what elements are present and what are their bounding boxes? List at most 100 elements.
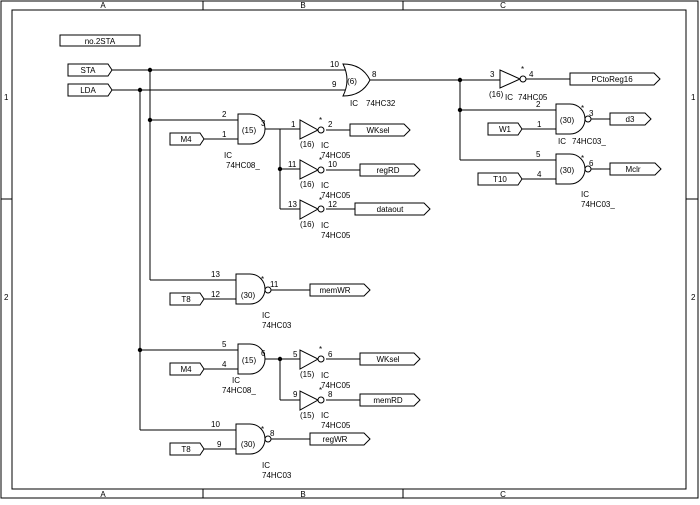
pin-label: IC <box>224 151 232 160</box>
input-port-t8-b: T8 <box>169 442 205 456</box>
input-port-w1: W1 <box>487 122 523 136</box>
and-gate-sta: (15) 2 1 3 IC 74HC08_ <box>222 110 266 170</box>
pin-label: (16) <box>300 180 315 189</box>
zone-labels: A B C A B C 1 1 2 2 <box>4 1 696 499</box>
pin-label: IC <box>321 141 329 150</box>
pin-label: M4 <box>180 135 192 144</box>
pin-label: regRD <box>376 166 399 175</box>
not-gate-regrd: 11 10 * (16) IC 74HC05 <box>288 156 351 200</box>
pin-label: IC <box>558 137 566 146</box>
pin-label: (16) <box>489 90 504 99</box>
pin-label: * <box>319 196 322 205</box>
zone-col-a-top: A <box>100 1 106 10</box>
pin-label: 12 <box>211 290 220 299</box>
pin-label: 5 <box>536 150 541 159</box>
pin-label: 9 <box>332 80 337 89</box>
pin-label: * <box>319 386 322 395</box>
pin-label: 74HC05 <box>321 191 351 200</box>
pin-label: T8 <box>181 445 191 454</box>
pin-label: 74HC08_ <box>222 386 256 395</box>
junction-dot <box>457 107 463 113</box>
junctions <box>137 67 463 362</box>
pin-label: IC <box>581 190 589 199</box>
pin-label: W1 <box>499 125 512 134</box>
zone-row-1-right: 1 <box>691 93 696 102</box>
pin-label: PCtoReg16 <box>591 75 633 84</box>
output-port-dataout: dataout <box>354 202 431 216</box>
output-port-memwr: memWR <box>309 283 371 297</box>
pin-label: IC <box>262 311 270 320</box>
title-text: no.2STA <box>85 37 116 46</box>
pin-label: memRD <box>373 396 403 405</box>
not-gate-dataout: 13 12 * (16) IC 74HC05 <box>288 196 351 240</box>
pin-label: IC <box>505 93 513 102</box>
output-port-regrd: regRD <box>359 163 421 177</box>
output-port-wksel-b: WKsel <box>359 352 421 366</box>
pin-label: (16) <box>300 140 315 149</box>
nand-gate-memwr: (30) 13 12 11 * IC 74HC03 <box>211 270 292 330</box>
zone-row-1-left: 1 <box>4 93 9 102</box>
zone-col-b-top: B <box>300 1 305 10</box>
pin-label: (15) <box>300 411 315 420</box>
zone-row-2-right: 2 <box>691 293 696 302</box>
pin-label: 11 <box>288 160 297 169</box>
pin-label: WKsel <box>366 126 389 135</box>
pin-label: IC <box>321 411 329 420</box>
zone-col-c-top: C <box>500 1 506 10</box>
and-gate-lda: (15) 5 4 6 IC 74HC08_ <box>222 340 266 395</box>
pin-label: (30) <box>560 116 575 125</box>
pin-label: 1 <box>291 120 296 129</box>
pin-label: 4 <box>537 170 542 179</box>
pin-label: (30) <box>560 166 575 175</box>
pin-label: 10 <box>328 160 337 169</box>
pin-label: 74HC03 <box>262 321 292 330</box>
junction-dot <box>457 77 463 83</box>
pin-label: 9 <box>293 390 298 399</box>
title-box <box>59 34 141 47</box>
pin-label: (15) <box>242 126 257 135</box>
pin-label: memWR <box>319 286 350 295</box>
input-port-m4-b: M4 <box>169 362 205 376</box>
pin-label: 74HC05 <box>321 231 351 240</box>
output-port-regwr: regWR <box>309 432 371 446</box>
pin-label: * <box>581 104 584 113</box>
input-port-sta: STA <box>67 63 113 77</box>
pin-label: 8 <box>270 429 275 438</box>
pin-label: d3 <box>626 115 635 124</box>
pin-label: 4 <box>529 70 534 79</box>
pin-label: * <box>319 345 322 354</box>
pin-label: * <box>261 425 264 434</box>
pin-label: 74HC03 <box>262 471 292 480</box>
pin-label: 10 <box>211 420 220 429</box>
pin-label: IC <box>321 221 329 230</box>
pin-label: 6 <box>261 349 266 358</box>
or-gate-74hc32: (6) 10 9 8 IC 74HC32 <box>330 60 396 108</box>
pin-label: 2 <box>536 100 541 109</box>
wires <box>112 69 610 450</box>
pin-label: 2 <box>328 120 333 129</box>
pin-label: * <box>319 156 322 165</box>
not-gate-wksel-b: 5 6 * (15) IC 74HC05 <box>293 345 351 390</box>
pin-label: WKsel <box>376 355 399 364</box>
pin-label: 74HC05 <box>518 93 548 102</box>
pin-label: (6) <box>347 77 357 86</box>
pin-label: (15) <box>300 370 315 379</box>
pin-label: 8 <box>328 390 333 399</box>
pin-label: STA <box>81 66 97 75</box>
not-gate-memrd: 9 8 * (15) IC 74HC05 <box>293 386 351 430</box>
nand-gate-d3: (30) 2 1 3 * IC 74HC03_ <box>536 100 606 146</box>
pin-label: 74HC05 <box>321 151 351 160</box>
pin-label: 74HC05 <box>321 421 351 430</box>
input-port-lda: LDA <box>67 83 113 97</box>
pin-label: Mclr <box>625 165 640 174</box>
pin-label: T10 <box>493 175 507 184</box>
pin-label: 9 <box>217 440 222 449</box>
junction-dot <box>277 166 283 172</box>
output-port-pctoreg16: PCtoReg16 <box>569 72 661 86</box>
pin-label: 1 <box>222 130 227 139</box>
pin-label: 74HC03_ <box>581 200 615 209</box>
pin-label: T8 <box>181 295 191 304</box>
pin-label: IC <box>350 99 358 108</box>
pin-label: 10 <box>330 60 339 69</box>
pin-label: IC <box>321 371 329 380</box>
